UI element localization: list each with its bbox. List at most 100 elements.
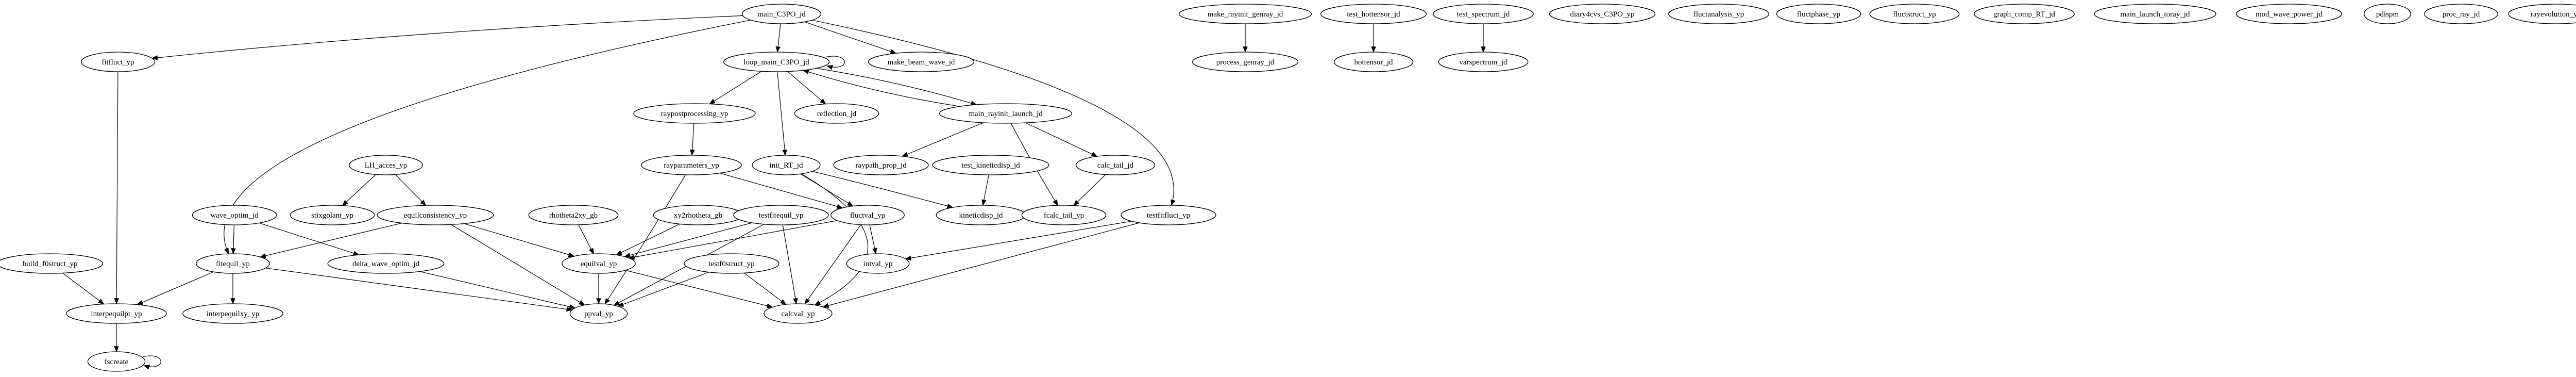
edge-init_RT_jd--kineticdisp_jd bbox=[812, 171, 954, 209]
node-label-test_spectrum_jd: test_spectrum_jd bbox=[1457, 10, 1510, 19]
node-proc_ray_jd: proc_ray_jd bbox=[2424, 4, 2498, 24]
edge-fluctval_yp--calcval_yp bbox=[804, 224, 861, 305]
node-label-loop_main_C3PO_jd: loop_main_C3PO_jd bbox=[743, 58, 809, 67]
node-delta_wave_optim_jd: delta_wave_optim_jd bbox=[327, 253, 445, 274]
edge-fluctval_yp--intval_yp bbox=[869, 224, 877, 255]
edge-testfitfluct_yp--intval_yp bbox=[905, 221, 1132, 261]
node-ellipse-intval_yp bbox=[846, 253, 910, 274]
node-label-testf0struct_yp: testf0struct_yp bbox=[708, 260, 754, 268]
node-ellipse-fscreate bbox=[87, 351, 146, 372]
node-label-proc_ray_jd: proc_ray_jd bbox=[2443, 10, 2480, 19]
node-fcalc_tail_yp: fcalc_tail_yp bbox=[1021, 205, 1107, 225]
edge-loop_main_C3PO_jd--loop_main_C3PO_jd bbox=[825, 56, 845, 70]
edge-rhotheta2xy_gb--equilval_yp bbox=[578, 224, 594, 255]
edge-xy2rhotheta_gb--equilval_yp bbox=[616, 223, 680, 255]
node-label-fluctanalysis_yp: fluctanalysis_yp bbox=[1693, 10, 1744, 19]
edge-fitfluct_yp--interpequilpt_yp bbox=[114, 71, 119, 305]
node-label-mod_wave_power_jd: mod_wave_power_jd bbox=[2256, 10, 2323, 19]
node-label-build_f0struct_yp: build_f0struct_yp bbox=[23, 260, 78, 268]
edge-layer bbox=[62, 15, 1486, 370]
node-label-fluctstruct_yp: fluctstruct_yp bbox=[1893, 10, 1936, 19]
edge-build_f0struct_yp--interpequilpt_yp bbox=[62, 272, 105, 305]
node-label-testfitfluct_yp: testfitfluct_yp bbox=[1147, 211, 1190, 220]
node-test_hottensor_jd: test_hottensor_jd bbox=[1320, 4, 1427, 24]
edge-fitequil_yp--ppval_yp bbox=[265, 268, 573, 312]
node-ellipse-calc_tail_jd bbox=[1075, 155, 1156, 175]
node-reflection_jd: reflection_jd bbox=[794, 103, 879, 124]
node-ellipse-wave_optim_jd bbox=[192, 205, 277, 225]
node-fluctanalysis_yp: fluctanalysis_yp bbox=[1668, 4, 1769, 24]
node-label-rayparameters_yp: rayparameters_yp bbox=[664, 161, 719, 170]
node-label-test_hottensor_jd: test_hottensor_jd bbox=[1347, 10, 1400, 19]
node-ellipse-testfitequil_yp bbox=[733, 205, 829, 225]
node-label-fscreate: fscreate bbox=[105, 358, 129, 366]
node-label-delta_wave_optim_jd: delta_wave_optim_jd bbox=[352, 260, 419, 268]
node-label-hottensor_jd: hottensor_jd bbox=[1354, 58, 1393, 67]
node-process_genray_jd: process_genray_jd bbox=[1192, 52, 1299, 72]
node-ellipse-raypath_prop_jd bbox=[833, 155, 929, 175]
node-label-equilval_yp: equilval_yp bbox=[581, 260, 617, 268]
node-label-fitequil_yp: fitequil_yp bbox=[216, 260, 250, 268]
node-ellipse-interpequilpt_yp bbox=[66, 303, 167, 324]
node-ellipse-test_spectrum_jd bbox=[1433, 4, 1534, 24]
node-kineticdisp_jd: kineticdisp_jd bbox=[936, 205, 1026, 225]
node-xy2rhotheta_gb: xy2rhotheta_gb bbox=[653, 205, 743, 225]
node-interpequilpt_yp: interpequilpt_yp bbox=[66, 303, 167, 324]
node-ellipse-fitfluct_yp bbox=[81, 52, 155, 72]
node-label-fluctval_yp: fluctval_yp bbox=[850, 211, 885, 220]
node-label-reflection_jd: reflection_jd bbox=[817, 110, 857, 118]
node-label-intval_yp: intval_yp bbox=[863, 260, 893, 268]
edge-fitequil_yp--interpequilpt_yp bbox=[137, 271, 214, 305]
node-label-pdispm: pdispm bbox=[2376, 10, 2399, 19]
node-ellipse-process_genray_jd bbox=[1192, 52, 1299, 72]
node-init_RT_jd: init_RT_jd bbox=[752, 155, 821, 175]
node-label-main_rayinit_launch_jd: main_rayinit_launch_jd bbox=[969, 110, 1043, 118]
node-ellipse-ppval_yp bbox=[569, 303, 628, 324]
node-ellipse-calcval_yp bbox=[764, 303, 833, 324]
node-label-graph_comp_RT_jd: graph_comp_RT_jd bbox=[1993, 10, 2055, 19]
node-label-stixgolant_yp: stixgolant_yp bbox=[311, 211, 353, 220]
node-loop_main_C3PO_jd: loop_main_C3PO_jd bbox=[723, 52, 830, 72]
edge-calc_tail_jd--fcalc_tail_yp bbox=[1073, 174, 1106, 206]
edge-raypostprocessing_yp--rayparameters_yp bbox=[689, 123, 695, 156]
edge-testf0struct_yp--calcval_yp bbox=[744, 272, 787, 305]
node-ellipse-testf0struct_yp bbox=[684, 253, 779, 274]
edge-fluctval_yp--equilval_yp bbox=[628, 220, 838, 260]
node-raypostprocessing_yp: raypostprocessing_yp bbox=[633, 103, 756, 124]
node-mod_wave_power_jd: mod_wave_power_jd bbox=[2235, 4, 2343, 24]
node-layer: main_C3PO_jd make_rayinit_genray_jd test_h… bbox=[0, 4, 2576, 372]
node-label-rayevolution_yp: rayevolution_yp bbox=[2531, 10, 2576, 19]
edge-LH_acces_yp--stixgolant_yp bbox=[342, 174, 376, 206]
node-ellipse-fluctphase_yp bbox=[1776, 4, 1861, 24]
edge-rayparameters_yp--fluctval_yp bbox=[719, 173, 843, 209]
edge-equilconsistency_yp--ppval_yp bbox=[451, 224, 585, 306]
node-ellipse-main_launch_toray_jd bbox=[2094, 4, 2216, 24]
node-ellipse-raypostprocessing_yp bbox=[633, 103, 756, 124]
node-ellipse-main_rayinit_launch_jd bbox=[939, 103, 1073, 124]
node-ellipse-proc_ray_jd bbox=[2424, 4, 2498, 24]
node-ellipse-test_hottensor_jd bbox=[1320, 4, 1427, 24]
edge-loop_main_C3PO_jd--reflection_jd bbox=[787, 71, 826, 105]
node-label-process_genray_jd: process_genray_jd bbox=[1216, 58, 1275, 67]
node-ellipse-rayparameters_yp bbox=[641, 155, 742, 175]
edge-main_rayinit_launch_jd--raypath_prop_jd bbox=[902, 122, 984, 157]
node-ellipse-stixgolant_yp bbox=[290, 205, 375, 225]
node-raypath_prop_jd: raypath_prop_jd bbox=[833, 155, 929, 175]
edge-main_C3PO_jd--make_beam_wave_jd bbox=[804, 21, 897, 54]
node-ellipse-rhotheta2xy_gb bbox=[528, 205, 619, 225]
edge-equilconsistency_yp--fitequil_yp bbox=[259, 222, 402, 258]
edge-equilconsistency_yp--equilval_yp bbox=[464, 223, 575, 257]
node-label-xy2rhotheta_gb: xy2rhotheta_gb bbox=[674, 211, 722, 220]
node-main_C3PO_jd: main_C3PO_jd bbox=[741, 4, 822, 24]
edge-equilval_yp--calcval_yp bbox=[625, 270, 773, 308]
node-ellipse-varspectrum_jd bbox=[1438, 52, 1529, 72]
node-label-make_rayinit_genray_jd: make_rayinit_genray_jd bbox=[1208, 10, 1283, 19]
node-ellipse-equilconsistency_yp bbox=[377, 205, 494, 225]
edge-wave_optim_jd--fitequil_yp bbox=[231, 224, 236, 255]
node-label-diary4cvs_C3PO_yp: diary4cvs_C3PO_yp bbox=[1570, 10, 1635, 19]
edge-testf0struct_yp--ppval_yp bbox=[617, 272, 709, 307]
node-ellipse-loop_main_C3PO_jd bbox=[723, 52, 830, 72]
edge-testfitequil_yp--equilval_yp bbox=[624, 222, 752, 258]
edge-LH_acces_yp--equilconsistency_yp bbox=[395, 174, 427, 206]
node-label-ppval_yp: ppval_yp bbox=[584, 310, 613, 318]
